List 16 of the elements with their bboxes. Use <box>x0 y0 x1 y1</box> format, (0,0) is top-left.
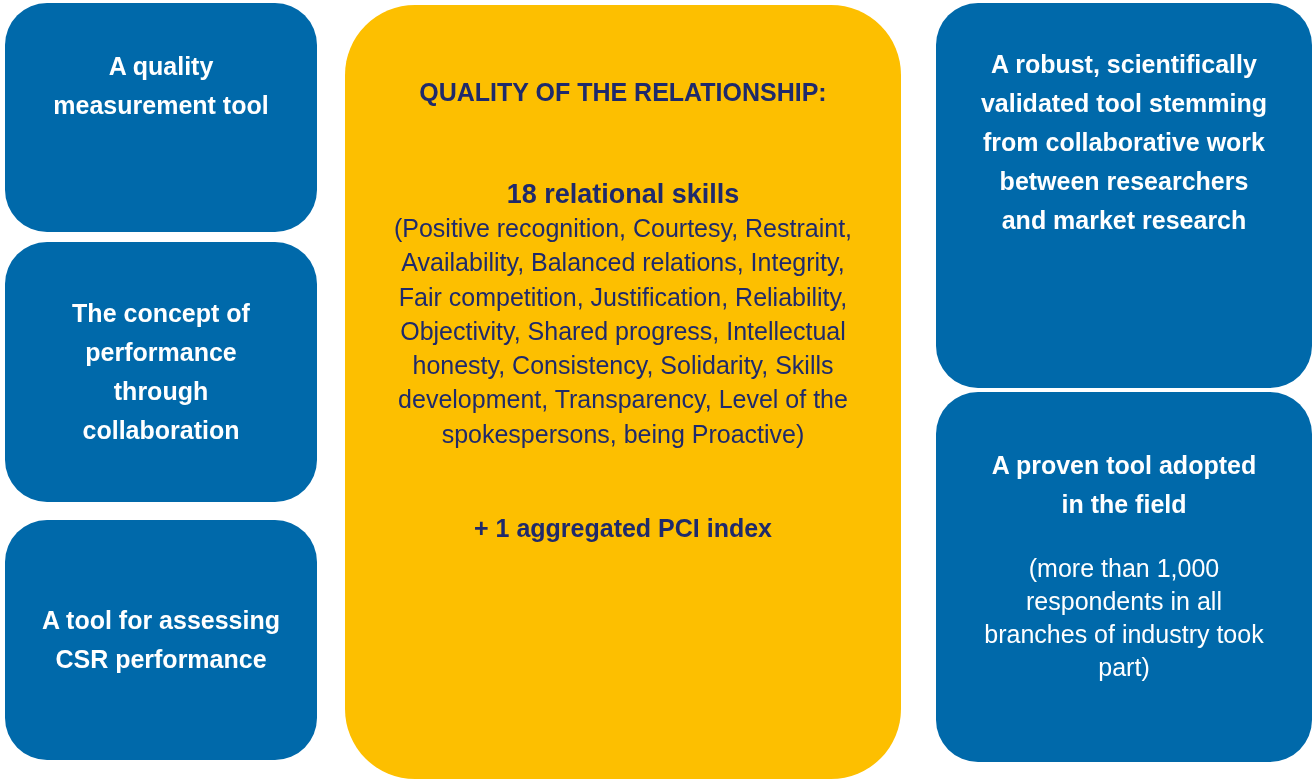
info-box <box>936 392 1312 762</box>
info-box <box>5 520 317 760</box>
box-text: A quality measurement tool <box>52 51 270 121</box>
info-box <box>5 242 317 502</box>
box-text: A robust, scientifically validated tool stemming from collaborative work between researchers and market research <box>979 49 1269 236</box>
skills-list: (Positive recognition, Courtesy, Restraint, Availability, Balanced relations, Integrity, Fair competition, Justification, Reliability, Objectivity, Shared progress, Intellectual honesty, Consistency, Solidarity, Skills development, Transparency, Level of the spokespersons, being Proactive) <box>393 211 853 452</box>
box-note: (more than 1,000 respondents in all branches of industry took part) <box>984 553 1264 683</box>
index-note: + 1 aggregated PCI index <box>474 513 772 545</box>
box-text: The concept of performance through collaboration <box>71 298 251 446</box>
center-panel <box>345 5 901 779</box>
info-box <box>936 3 1312 388</box>
box-text: A tool for assessing CSR performance <box>41 605 281 675</box>
panel-subheading: 18 relational skills <box>506 178 740 211</box>
info-box <box>5 3 317 232</box>
panel-heading: QUALITY OF THE RELATIONSHIP: <box>419 77 827 108</box>
box-heading: A proven tool adopted in the field <box>990 450 1258 520</box>
